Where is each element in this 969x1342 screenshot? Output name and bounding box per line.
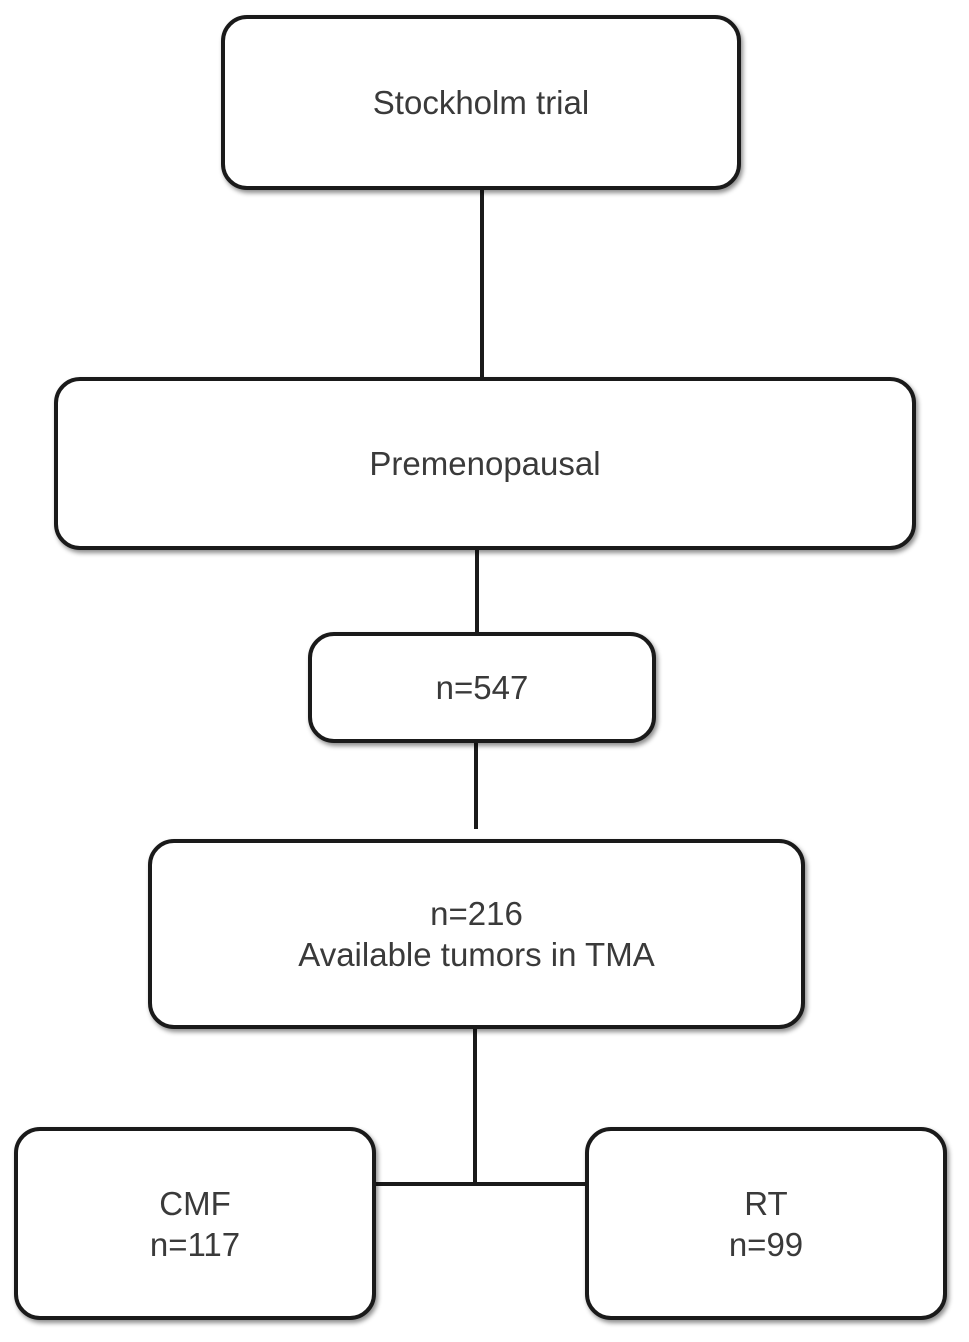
cmf-label: CMF: [159, 1184, 231, 1222]
connector-premenopausal-n547: [475, 550, 479, 632]
connector-branch-cmf-rt: [376, 1182, 585, 1186]
connector-n216-branch: [473, 1029, 477, 1186]
stockholm-trial-box: Stockholm trial: [221, 15, 741, 190]
premenopausal-box: Premenopausal: [54, 377, 916, 550]
premenopausal-label: Premenopausal: [369, 445, 601, 482]
connector-n547-n216: [474, 743, 478, 829]
available-tumors-box: n=216 Available tumors in TMA: [148, 839, 805, 1029]
available-tumors-label: Available tumors in TMA: [298, 936, 655, 973]
cmf-count: n=117: [149, 1225, 241, 1263]
enrolled-count-label: n=547: [435, 669, 529, 706]
rt-box: RT n=99: [585, 1127, 947, 1320]
rt-count: n=99: [728, 1225, 804, 1263]
rt-label: RT: [744, 1184, 788, 1222]
stockholm-trial-label: Stockholm trial: [372, 84, 590, 121]
available-tumors-count: n=216: [430, 895, 523, 932]
enrolled-count-box: n=547: [308, 632, 656, 743]
connector-stockholm-premenopausal: [480, 190, 484, 377]
cmf-box: CMF n=117: [14, 1127, 376, 1320]
